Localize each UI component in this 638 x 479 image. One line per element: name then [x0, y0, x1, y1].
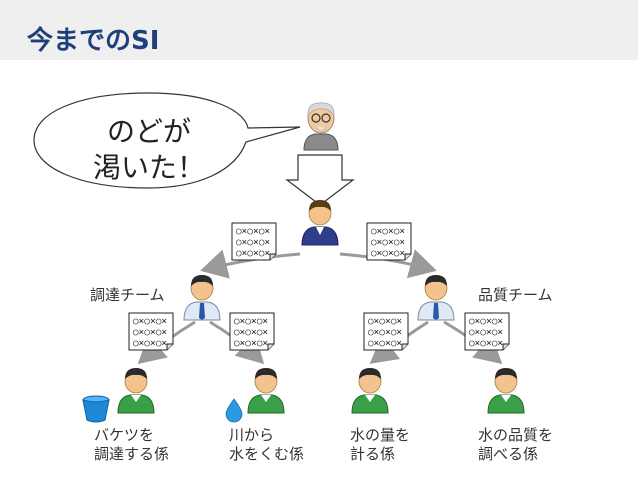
- water-drop-icon: [225, 398, 243, 423]
- memo-line: ○×○×○×: [233, 327, 269, 338]
- speech-bubble: [33, 92, 301, 189]
- team-lead-quality-icon: [417, 274, 455, 321]
- worker-3-icon: [351, 367, 389, 414]
- role-line: 水の品質を: [478, 426, 554, 444]
- role-line: 水をくむ係: [229, 445, 305, 463]
- memo-line: ○×○×○×: [132, 316, 168, 327]
- slide-title: 今までのSI: [27, 26, 160, 56]
- role-line: 川から: [229, 426, 275, 444]
- role-line: 計る係: [350, 445, 396, 463]
- manager-top-icon: [301, 200, 339, 246]
- speech-line-1: のどが: [106, 115, 191, 148]
- team-label-procurement: 調達チーム: [90, 286, 165, 304]
- memo-line: ○×○×○×: [468, 338, 504, 349]
- memo-line: ○×○×○×: [370, 237, 406, 248]
- memo-line: ○×○×○×: [468, 316, 504, 327]
- memo-line: ○×○×○×: [370, 248, 406, 259]
- speech-line-2: 渇いた！: [92, 151, 205, 184]
- team-lead-procurement-icon: [183, 274, 221, 321]
- down-arrow-icon: [285, 154, 355, 206]
- role-line: 調達する係: [94, 445, 170, 463]
- team-label-quality: 品質チーム: [478, 286, 553, 304]
- memo-line: ○×○×○×: [367, 316, 403, 327]
- memo-line: ○×○×○×: [233, 316, 269, 327]
- role-label-4: 水の品質を 調べる係: [478, 426, 553, 464]
- worker-4-icon: [487, 367, 525, 414]
- worker-2-icon: [247, 367, 285, 414]
- memo-line: ○×○×○×: [370, 226, 406, 237]
- memo-line: ○×○×○×: [367, 338, 403, 349]
- role-label-3: 水の量を 計る係: [350, 426, 410, 464]
- memo-lower-1-text: ○×○×○× ○×○×○× ○×○×○×: [130, 316, 170, 349]
- role-label-2: 川から 水をくむ係: [229, 426, 304, 464]
- memo-top-right-text: ○×○×○× ○×○×○× ○×○×○×: [368, 226, 408, 259]
- customer-elder-icon: [303, 102, 339, 151]
- bucket-icon: [82, 395, 110, 423]
- memo-top-left-text: ○×○×○× ○×○×○× ○×○×○×: [233, 226, 273, 259]
- memo-line: ○×○×○×: [132, 327, 168, 338]
- memo-line: ○×○×○×: [132, 338, 168, 349]
- role-line: 水の量を: [350, 426, 411, 444]
- memo-line: ○×○×○×: [468, 327, 504, 338]
- memo-lower-3-text: ○×○×○× ○×○×○× ○×○×○×: [365, 316, 405, 349]
- slide-header: [0, 0, 638, 60]
- memo-line: ○×○×○×: [235, 237, 271, 248]
- memo-line: ○×○×○×: [235, 248, 271, 259]
- role-line: バケツを: [94, 426, 155, 444]
- role-label-1: バケツを 調達する係: [94, 426, 169, 464]
- memo-lower-2-text: ○×○×○× ○×○×○× ○×○×○×: [231, 316, 271, 349]
- memo-line: ○×○×○×: [367, 327, 403, 338]
- memo-line: ○×○×○×: [235, 226, 271, 237]
- memo-line: ○×○×○×: [233, 338, 269, 349]
- speech-bubble-text: のどが 渇いた！: [74, 114, 224, 186]
- worker-1-icon: [117, 367, 155, 414]
- role-line: 調べる係: [478, 445, 539, 463]
- memo-lower-4-text: ○×○×○× ○×○×○× ○×○×○×: [466, 316, 506, 349]
